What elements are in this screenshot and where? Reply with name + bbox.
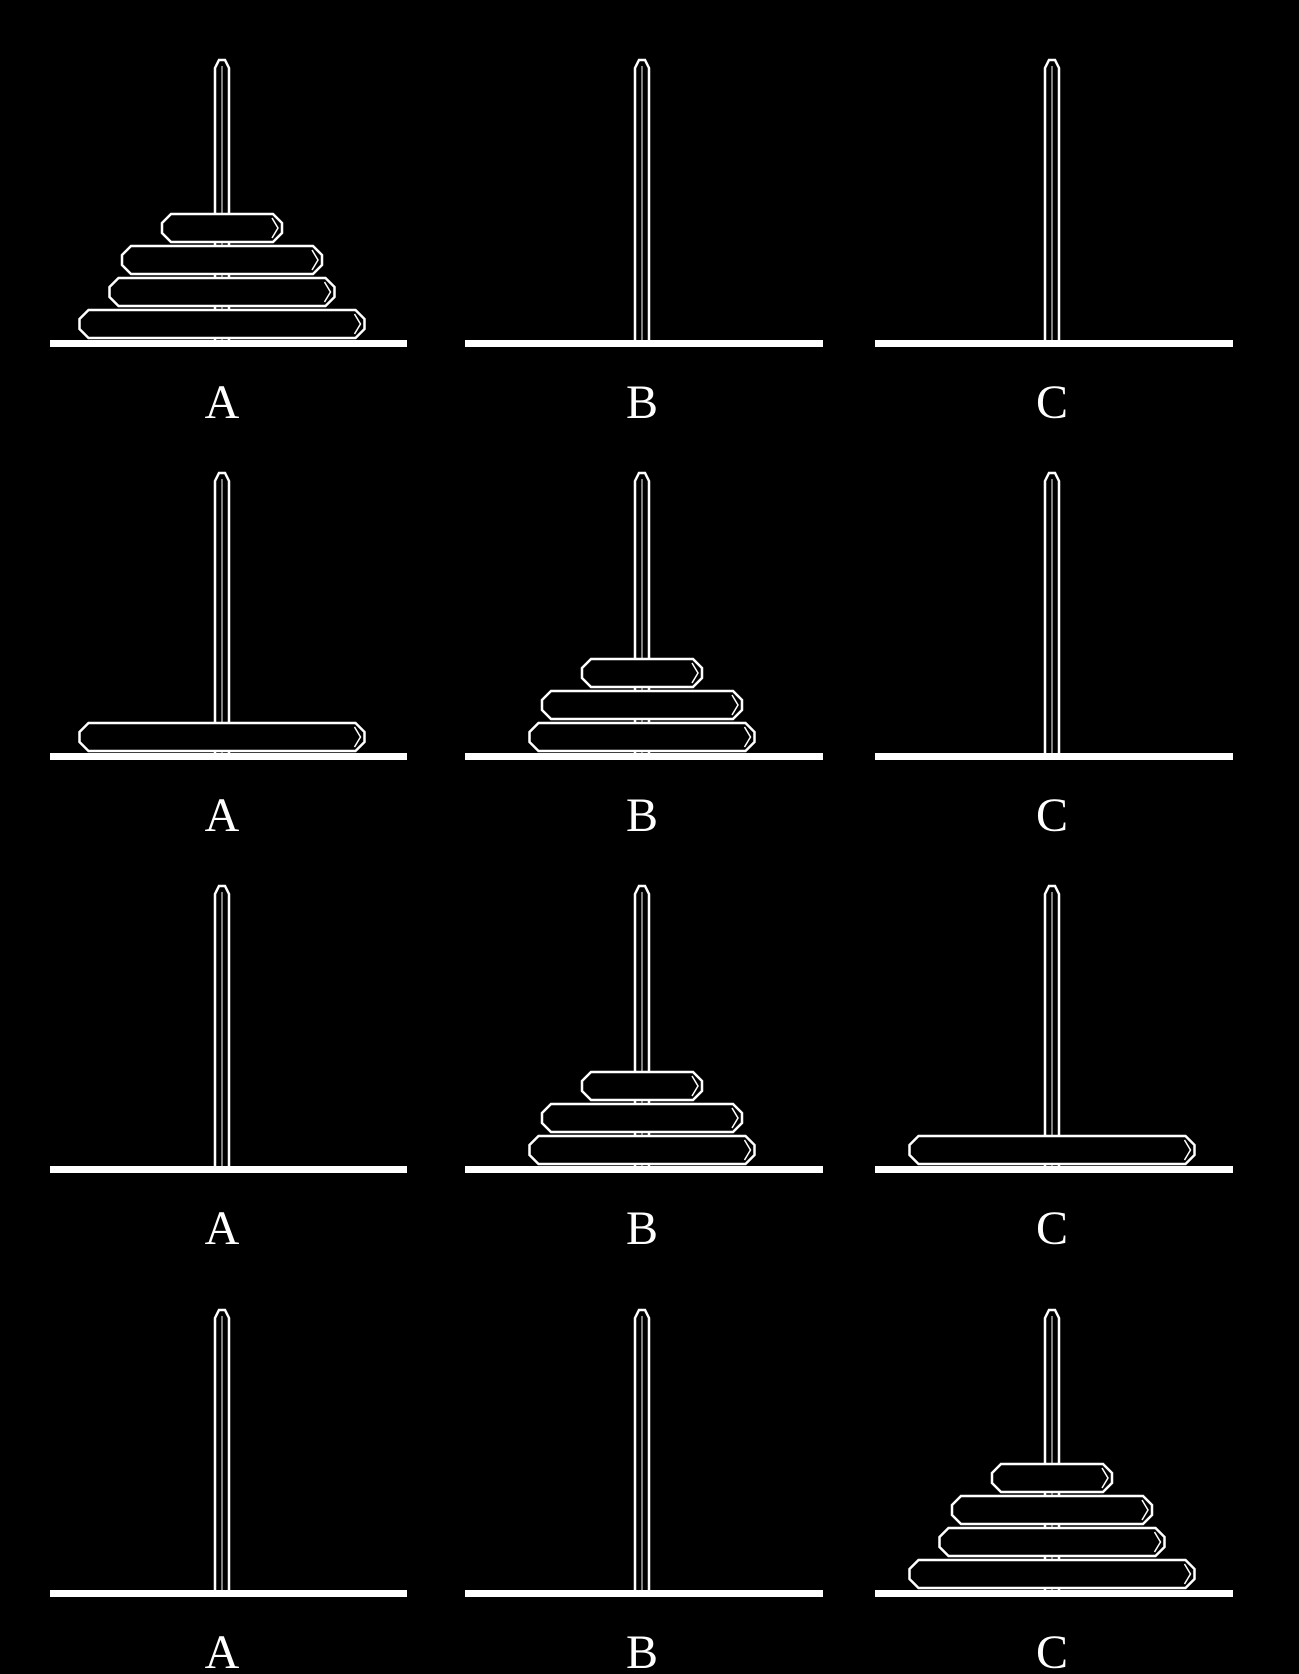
peg-a <box>213 58 231 340</box>
peg-label-c: C <box>1036 376 1068 429</box>
disk-bevel <box>1183 1563 1192 1585</box>
disk-2 <box>540 689 744 721</box>
peg-label-a: A <box>205 376 240 429</box>
disk-bevel <box>731 694 739 716</box>
state-2: A B C <box>50 471 1233 842</box>
disk-bevel <box>691 1075 699 1097</box>
base-line <box>50 1590 407 1597</box>
disk-bevel <box>323 281 332 303</box>
disk-2 <box>950 1494 1154 1526</box>
peg-group-b: B <box>465 471 823 842</box>
base-line <box>465 340 823 347</box>
peg-group-c: C <box>875 58 1233 429</box>
disk-3 <box>528 721 756 753</box>
disk-4 <box>908 1134 1196 1166</box>
peg-label-a: A <box>205 789 240 842</box>
peg-c <box>1043 884 1061 1166</box>
peg-a <box>213 471 231 753</box>
peg-label-c: C <box>1036 1626 1068 1674</box>
disk-bevel <box>731 1107 739 1129</box>
disk-bevel <box>311 249 319 271</box>
peg-label-c: C <box>1036 1202 1068 1255</box>
disk-bevel <box>353 313 362 335</box>
peg-b <box>633 1308 651 1590</box>
disk-3 <box>108 276 336 308</box>
disk-bevel <box>1101 1467 1109 1489</box>
base-line <box>50 753 407 760</box>
disk-2 <box>540 1102 744 1134</box>
peg-group-b: B <box>465 884 823 1255</box>
disk-bevel <box>743 1139 752 1161</box>
peg-label-a: A <box>205 1202 240 1255</box>
disk-2 <box>120 244 324 276</box>
peg-c <box>1043 58 1061 340</box>
peg-c <box>1043 1308 1061 1590</box>
disk-bevel <box>271 217 279 239</box>
base-line <box>875 753 1233 760</box>
peg-b <box>633 58 651 340</box>
peg-a <box>213 1308 231 1590</box>
peg-label-b: B <box>626 1626 658 1674</box>
peg-group-a: A <box>50 1308 407 1674</box>
disk-3 <box>938 1526 1166 1558</box>
state-1: A B C <box>50 58 1233 429</box>
disk-4 <box>78 721 366 753</box>
base-line <box>875 340 1233 347</box>
disk-1 <box>990 1462 1114 1494</box>
disk-1 <box>580 657 704 689</box>
disk-4 <box>908 1558 1196 1590</box>
peg-c <box>1043 471 1061 753</box>
peg-group-b: B <box>465 1308 823 1674</box>
disk-3 <box>528 1134 756 1166</box>
base-line <box>465 1590 823 1597</box>
peg-label-a: A <box>205 1626 240 1674</box>
disk-bevel <box>1141 1499 1149 1521</box>
disk-1 <box>580 1070 704 1102</box>
disk-bevel <box>1153 1531 1162 1553</box>
disk-4 <box>78 308 366 340</box>
base-line <box>875 1590 1233 1597</box>
disk-bevel <box>1183 1139 1192 1161</box>
peg-group-c: C <box>875 1308 1233 1674</box>
peg-label-b: B <box>626 789 658 842</box>
state-3: A B C <box>50 884 1233 1255</box>
disk-bevel <box>691 662 699 684</box>
peg-label-b: B <box>626 1202 658 1255</box>
peg-group-a: A <box>50 471 407 842</box>
peg-group-c: C <box>875 884 1233 1255</box>
disk-1 <box>160 212 284 244</box>
base-line <box>50 340 407 347</box>
peg-b <box>633 471 651 753</box>
base-line <box>875 1166 1233 1173</box>
base-line <box>465 1166 823 1173</box>
peg-label-c: C <box>1036 789 1068 842</box>
peg-group-a: A <box>50 58 407 429</box>
peg-group-b: B <box>465 58 823 429</box>
disk-bevel <box>743 726 752 748</box>
peg-b <box>633 884 651 1166</box>
peg-a <box>213 884 231 1166</box>
base-line <box>50 1166 407 1173</box>
disk-bevel <box>353 726 362 748</box>
peg-group-a: A <box>50 884 407 1255</box>
peg-group-c: C <box>875 471 1233 842</box>
base-line <box>465 753 823 760</box>
state-4: A B C <box>50 1308 1233 1674</box>
peg-label-b: B <box>626 376 658 429</box>
